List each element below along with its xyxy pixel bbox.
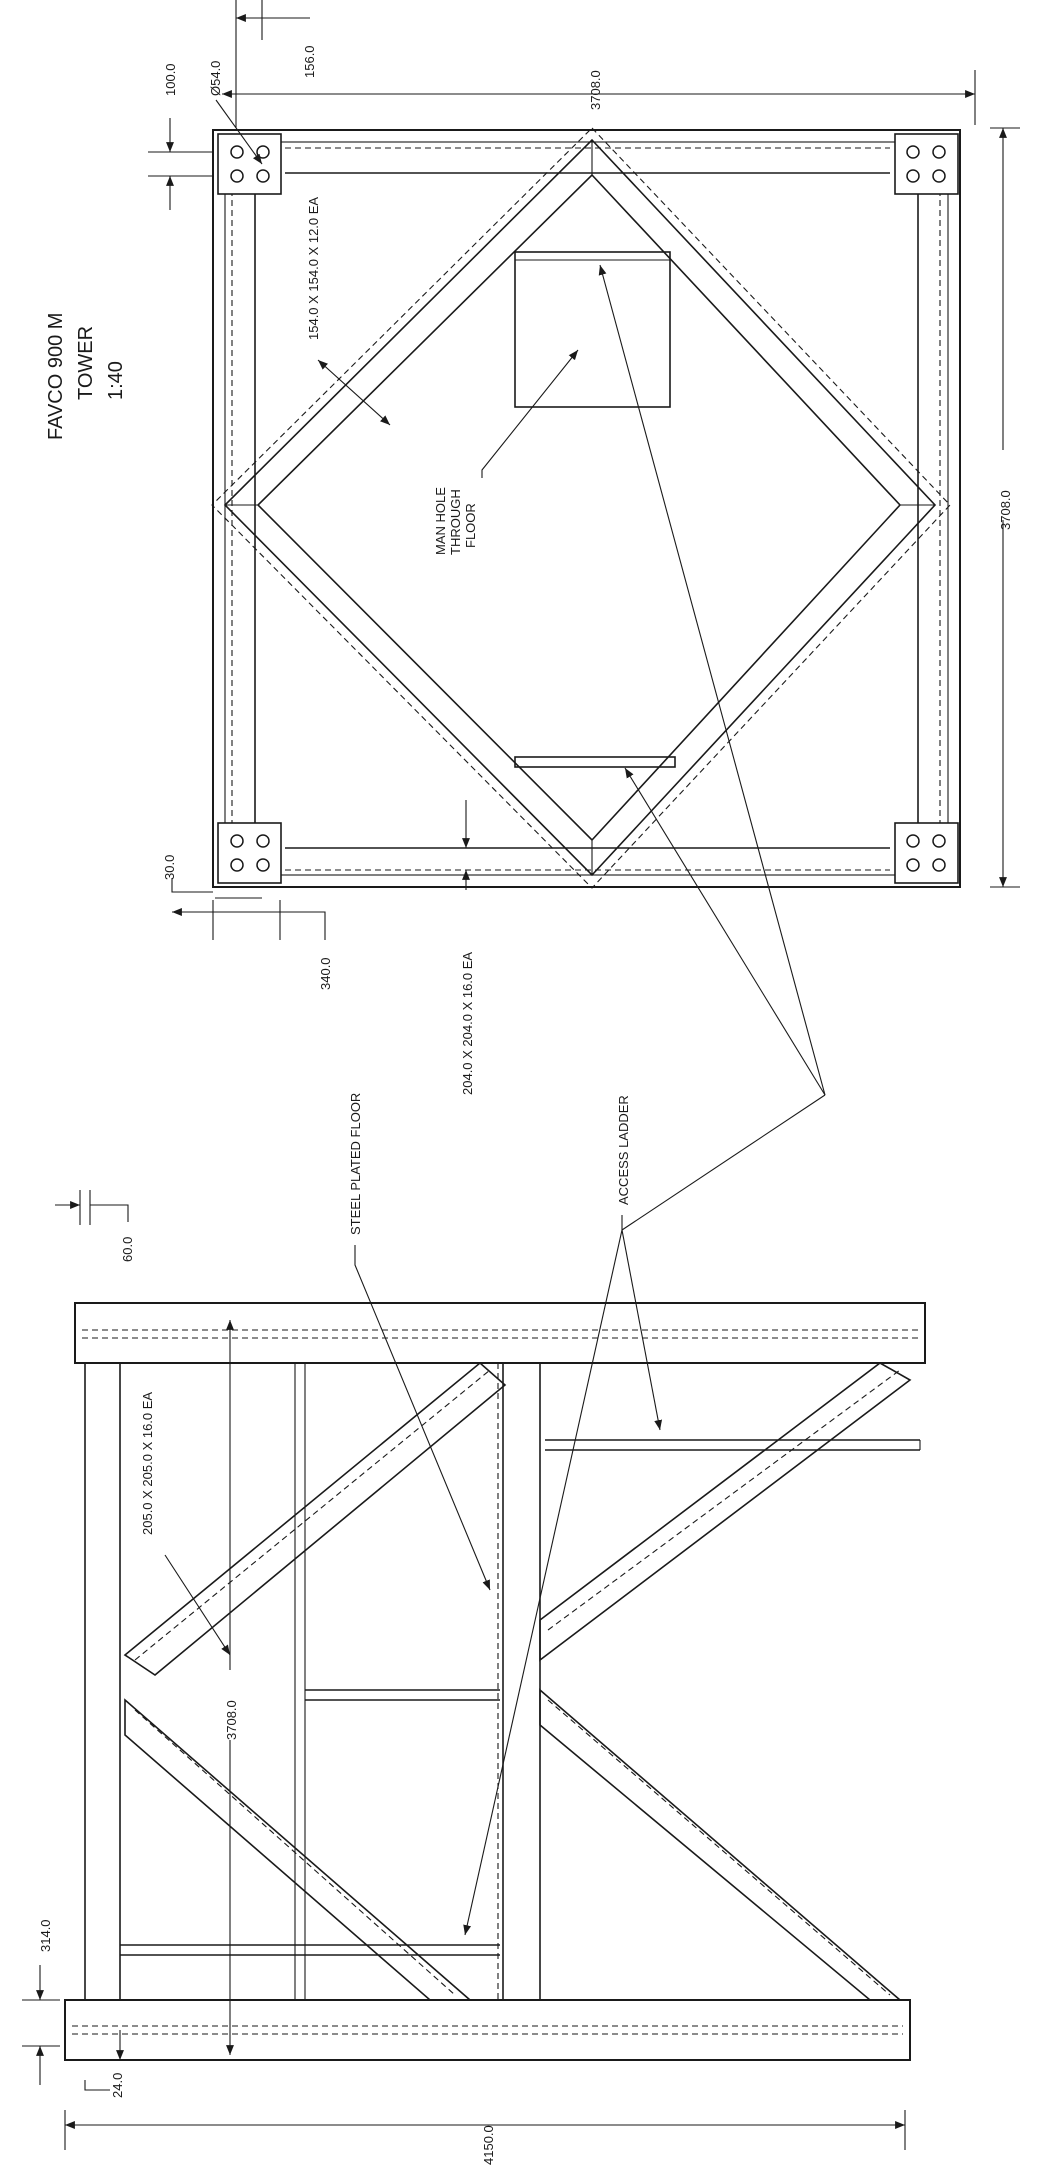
offset-dim-314: 314.0 bbox=[38, 1919, 53, 1952]
elev-brace-lower-right bbox=[539, 1688, 903, 2001]
elev-brace-upper-right bbox=[539, 1362, 912, 1662]
floor-label: STEEL PLATED FLOOR bbox=[348, 1093, 363, 1235]
title-line-2: TOWER bbox=[75, 326, 97, 400]
plan-width-dim-side: 3708.0 bbox=[998, 490, 1013, 530]
elevation-height-dim: 3708.0 bbox=[224, 1700, 239, 1740]
offset-dim-156: 156.0 bbox=[302, 45, 317, 78]
elev-brace-upper-left bbox=[123, 1361, 507, 1676]
title-line-3: 1:40 bbox=[105, 361, 127, 400]
manhole-label-1: MAN HOLE bbox=[433, 487, 448, 555]
title-line-1: FAVCO 900 M bbox=[45, 313, 67, 440]
diamond-outer bbox=[223, 138, 937, 877]
perimeter-section-label: 204.0 X 204.0 X 16.0 EA bbox=[460, 952, 475, 1095]
plan-view: MAN HOLE THROUGH FLOOR 154.0 X 154.0 X 1… bbox=[148, 0, 1020, 1095]
drawing-title: FAVCO 900 M TOWER 1:40 bbox=[45, 313, 127, 440]
elevation-top-chord bbox=[74, 1302, 926, 1364]
elevation-bottom-chord bbox=[64, 1999, 911, 2061]
manhole-label-3: FLOOR bbox=[463, 503, 478, 548]
offset-dim-340: 340.0 bbox=[318, 957, 333, 990]
elevation-view: 3708.0 205.0 X 205.0 X 16.0 EA 60.0 314.… bbox=[22, 264, 926, 2165]
ladder-opening bbox=[514, 756, 676, 768]
edge-dim-100: 100.0 bbox=[163, 63, 178, 96]
bolt-diameter-dim: Ø54.0 bbox=[208, 61, 223, 96]
chord-section-label: 205.0 X 205.0 X 16.0 EA bbox=[140, 1392, 155, 1535]
corner-plate-tr bbox=[894, 133, 959, 195]
manhole-opening bbox=[514, 251, 671, 408]
ladder-label: ACCESS LADDER bbox=[616, 1095, 631, 1205]
diamond-inner bbox=[256, 173, 902, 842]
plan-inner-frame bbox=[224, 141, 949, 876]
corner-plate-br bbox=[894, 822, 959, 884]
plan-width-dim-top: 3708.0 bbox=[588, 70, 603, 110]
diagonal-section-label: 154.0 X 154.0 X 12.0 EA bbox=[306, 197, 321, 340]
plan-outer-frame bbox=[212, 129, 961, 888]
elev-brace-lower-left bbox=[124, 1698, 473, 2001]
manhole-label-2: THROUGH bbox=[448, 489, 463, 555]
edge-dim-60: 60.0 bbox=[120, 1237, 135, 1262]
edge-dim-30: 30.0 bbox=[162, 855, 177, 880]
edge-dim-24: 24.0 bbox=[110, 2073, 125, 2098]
elevation-length-dim: 4150.0 bbox=[481, 2125, 496, 2165]
corner-plate-tl bbox=[217, 133, 282, 195]
corner-plate-bl bbox=[217, 822, 282, 884]
